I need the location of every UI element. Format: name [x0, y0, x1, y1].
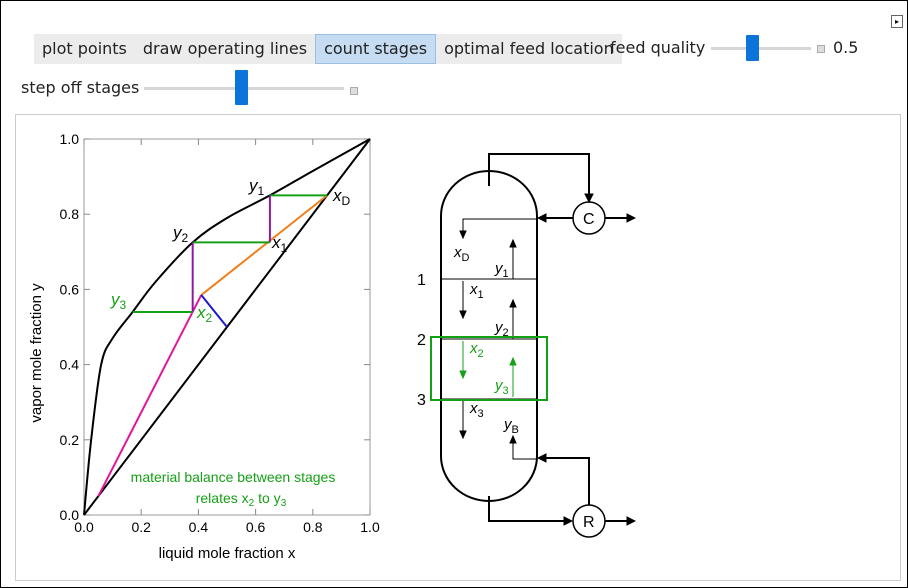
y-tick-label: 1.0 [60, 131, 80, 147]
label-y1: y1 [248, 176, 265, 198]
col-y1: y1 [494, 260, 509, 280]
tab-count-stages[interactable]: count stages [315, 34, 437, 64]
col-yB: yB [503, 416, 519, 436]
col-x2: x2 [469, 340, 484, 360]
options-toggle-icon[interactable]: ▸ [891, 15, 903, 28]
x-axis-label: liquid mole fraction x [159, 545, 296, 562]
annotation-line1: material balance between stages [131, 469, 336, 485]
feed-quality-thumb[interactable] [746, 35, 759, 61]
y-tick-label: 0.2 [60, 432, 80, 448]
stage-2-label: 2 [417, 332, 426, 349]
reboiler-label: R [583, 514, 595, 531]
series-equilibrium [83, 138, 371, 516]
column-shell [440, 170, 538, 502]
overhead-vapor-line [488, 153, 590, 199]
distillation-column-diagram [430, 153, 637, 538]
series-q-line [200, 294, 228, 328]
series-rectifying-line [200, 194, 328, 296]
label-y3: y3 [110, 290, 127, 312]
y-tick-label: 0.8 [60, 206, 80, 222]
y-tick-label: 0.6 [60, 281, 80, 297]
step-off-expand-icon[interactable] [350, 87, 358, 95]
col-y2: y2 [494, 319, 509, 339]
tab-plot-points[interactable]: plot points [42, 39, 127, 58]
x-tick-label: 1.0 [360, 519, 380, 535]
col-x1: x1 [469, 281, 484, 301]
series-stripping-line [97, 294, 203, 497]
col-x3: x3 [469, 400, 484, 420]
stage-3-label: 3 [417, 392, 426, 409]
col-xD: xD [453, 244, 470, 264]
feed-quality-expand-icon[interactable] [817, 45, 825, 53]
x-tick-label: 0.4 [189, 519, 209, 535]
x-tick-label: 0.6 [246, 519, 266, 535]
stage-1-label: 1 [417, 272, 426, 289]
step-off-stages-label: step off stages [21, 78, 140, 97]
tab-optimal-feed-location[interactable]: optimal feed location [444, 39, 614, 58]
output-pane [15, 114, 901, 581]
label-x1: x1 [271, 233, 288, 255]
label-y2: y2 [172, 223, 189, 245]
x-tick-label: 0.8 [303, 519, 323, 535]
condenser-label: C [583, 211, 595, 228]
x-tick-label: 0.2 [131, 519, 151, 535]
tab-draw-operating-lines[interactable]: draw operating lines [142, 39, 308, 58]
y-tick-label: 0.0 [60, 507, 80, 523]
feed-quality-slider[interactable] [711, 47, 811, 50]
feed-quality-value: 0.5 [833, 38, 859, 57]
feed-quality-label: feed quality [610, 38, 706, 57]
label-x2: x2 [196, 303, 213, 325]
annotation-line2: relates x2 to y3 [196, 490, 287, 509]
y-axis-label: vapor mole fraction y [28, 283, 45, 423]
view-setter-bar: plot points draw operating lines count s… [34, 34, 622, 64]
y-tick-label: 0.4 [60, 357, 80, 373]
plot-frame [83, 138, 371, 516]
step-off-stages-thumb[interactable] [235, 70, 248, 105]
stage-balance-box [430, 336, 548, 401]
x-tick-label: 0.0 [74, 519, 94, 535]
label-xD: xD [332, 186, 351, 208]
col-y3: y3 [494, 377, 509, 397]
